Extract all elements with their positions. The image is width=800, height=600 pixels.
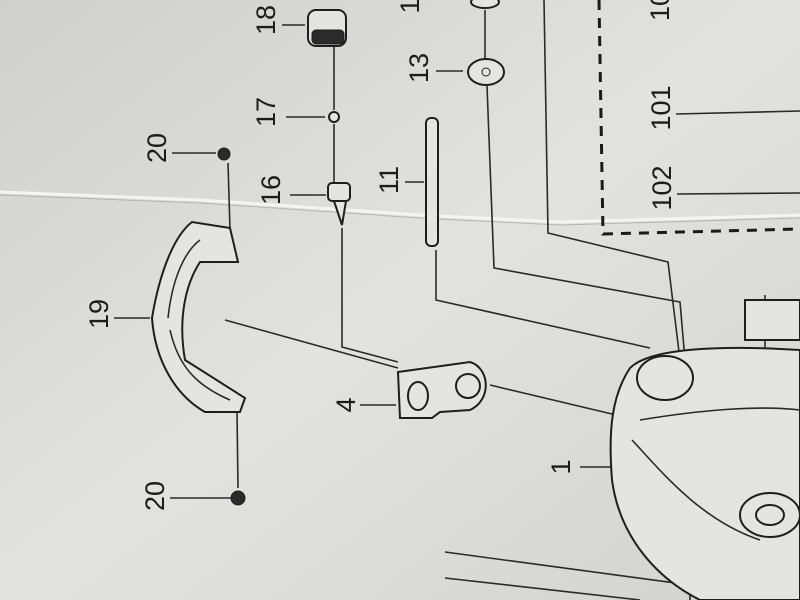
part-20-screw-top: [217, 147, 231, 161]
part-labels: 18 1 10 13 17 101 20 16 11 102 19 4 1 20: [84, 0, 677, 511]
part-17-ball: [328, 111, 340, 123]
label-20-top: 20: [142, 133, 172, 163]
label-16: 16: [256, 175, 286, 205]
part-16-pawl: [327, 182, 351, 226]
part-4-clamp: [396, 360, 487, 419]
label-4: 4: [331, 397, 361, 412]
label-13: 13: [404, 53, 434, 83]
part-20-screw-bottom: [230, 490, 246, 506]
label-10-partial: 10: [645, 0, 675, 21]
label-18: 18: [251, 5, 281, 35]
paper-fold-crease: [0, 190, 800, 224]
label-20-bottom: 20: [140, 481, 170, 511]
label-17: 17: [251, 97, 281, 127]
part-11-shaft: [425, 117, 439, 247]
label-101: 101: [646, 85, 676, 130]
label-19: 19: [84, 299, 114, 329]
label-1-partial: 1: [395, 0, 425, 14]
part-1x-washer: [470, 0, 500, 9]
part-19-frame-bar: [150, 220, 247, 413]
part-1-main-body: [609, 299, 800, 600]
label-1: 1: [546, 459, 576, 474]
dashed-group-box: [597, 0, 800, 236]
part-18-cap: [307, 9, 347, 47]
part-13-star-nut: [467, 58, 505, 86]
label-11: 11: [374, 166, 404, 194]
label-102: 102: [647, 165, 677, 210]
